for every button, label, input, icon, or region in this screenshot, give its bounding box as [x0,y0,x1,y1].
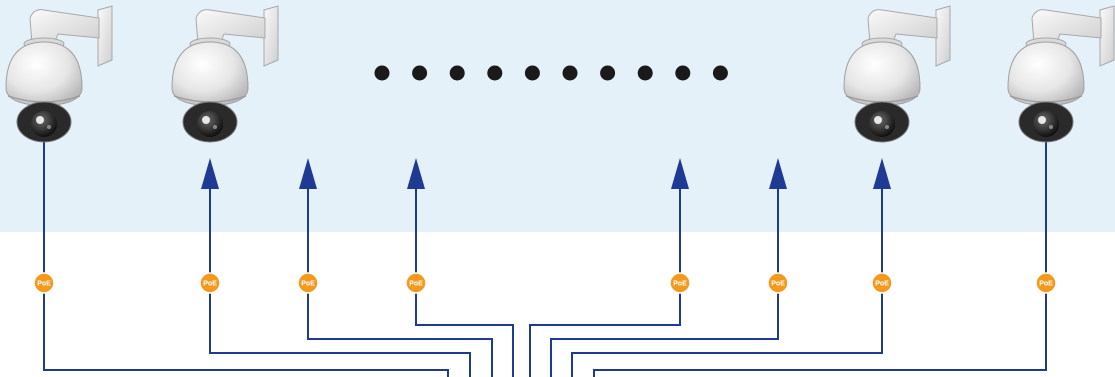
cable-port-5 [529,184,681,377]
poe-badge: PoE [767,272,789,294]
poe-badge-label: PoE [409,281,423,288]
camera-group [5,5,1115,143]
wire-group [43,140,1047,377]
cable-port-1 [43,140,449,377]
cable-port-6 [550,184,779,377]
dome-camera-icon [171,5,279,143]
arrow-up-icon [201,158,219,189]
ellipsis-dot [374,65,390,81]
ellipsis-dot [637,65,653,81]
arrow-group [201,158,891,189]
poe-badge-label: PoE [203,281,217,288]
poe-badge: PoE [297,272,319,294]
ellipsis-dot [524,65,540,81]
cable-port-7 [571,184,883,377]
cable-port-3 [307,184,493,377]
dome-camera-icon [1007,5,1115,143]
poe-badge-label: PoE [771,281,785,288]
ellipsis-dot [712,65,728,81]
arrow-up-icon [407,158,425,189]
arrow-up-icon [299,158,317,189]
cable-port-2 [209,184,471,377]
poe-badge: PoE [405,272,427,294]
dome-camera-icon [5,5,113,143]
poe-badge-group: PoE PoE PoE PoE PoE PoE PoE PoE [33,272,1057,294]
cable-port-8 [593,140,1047,377]
dome-camera-icon [843,5,951,143]
poe-badge: PoE [33,272,55,294]
ellipsis-dot [487,65,503,81]
ellipsis-dot [600,65,616,81]
ellipsis-dot [449,65,465,81]
arrow-up-icon [769,158,787,189]
cable-port-4 [415,184,514,377]
arrow-up-icon [671,158,689,189]
poe-badge-label: PoE [875,281,889,288]
ellipsis-dots [374,65,728,81]
poe-badge-label: PoE [301,281,315,288]
poe-badge-label: PoE [37,281,51,288]
poe-badge-label: PoE [673,281,687,288]
poe-badge: PoE [871,272,893,294]
poe-badge: PoE [669,272,691,294]
ellipsis-dot [412,65,428,81]
poe-badge-label: PoE [1039,281,1053,288]
poe-badge: PoE [199,272,221,294]
poe-badge: PoE [1035,272,1057,294]
arrow-up-icon [873,158,891,189]
ellipsis-dot [675,65,691,81]
ellipsis-dot [562,65,578,81]
